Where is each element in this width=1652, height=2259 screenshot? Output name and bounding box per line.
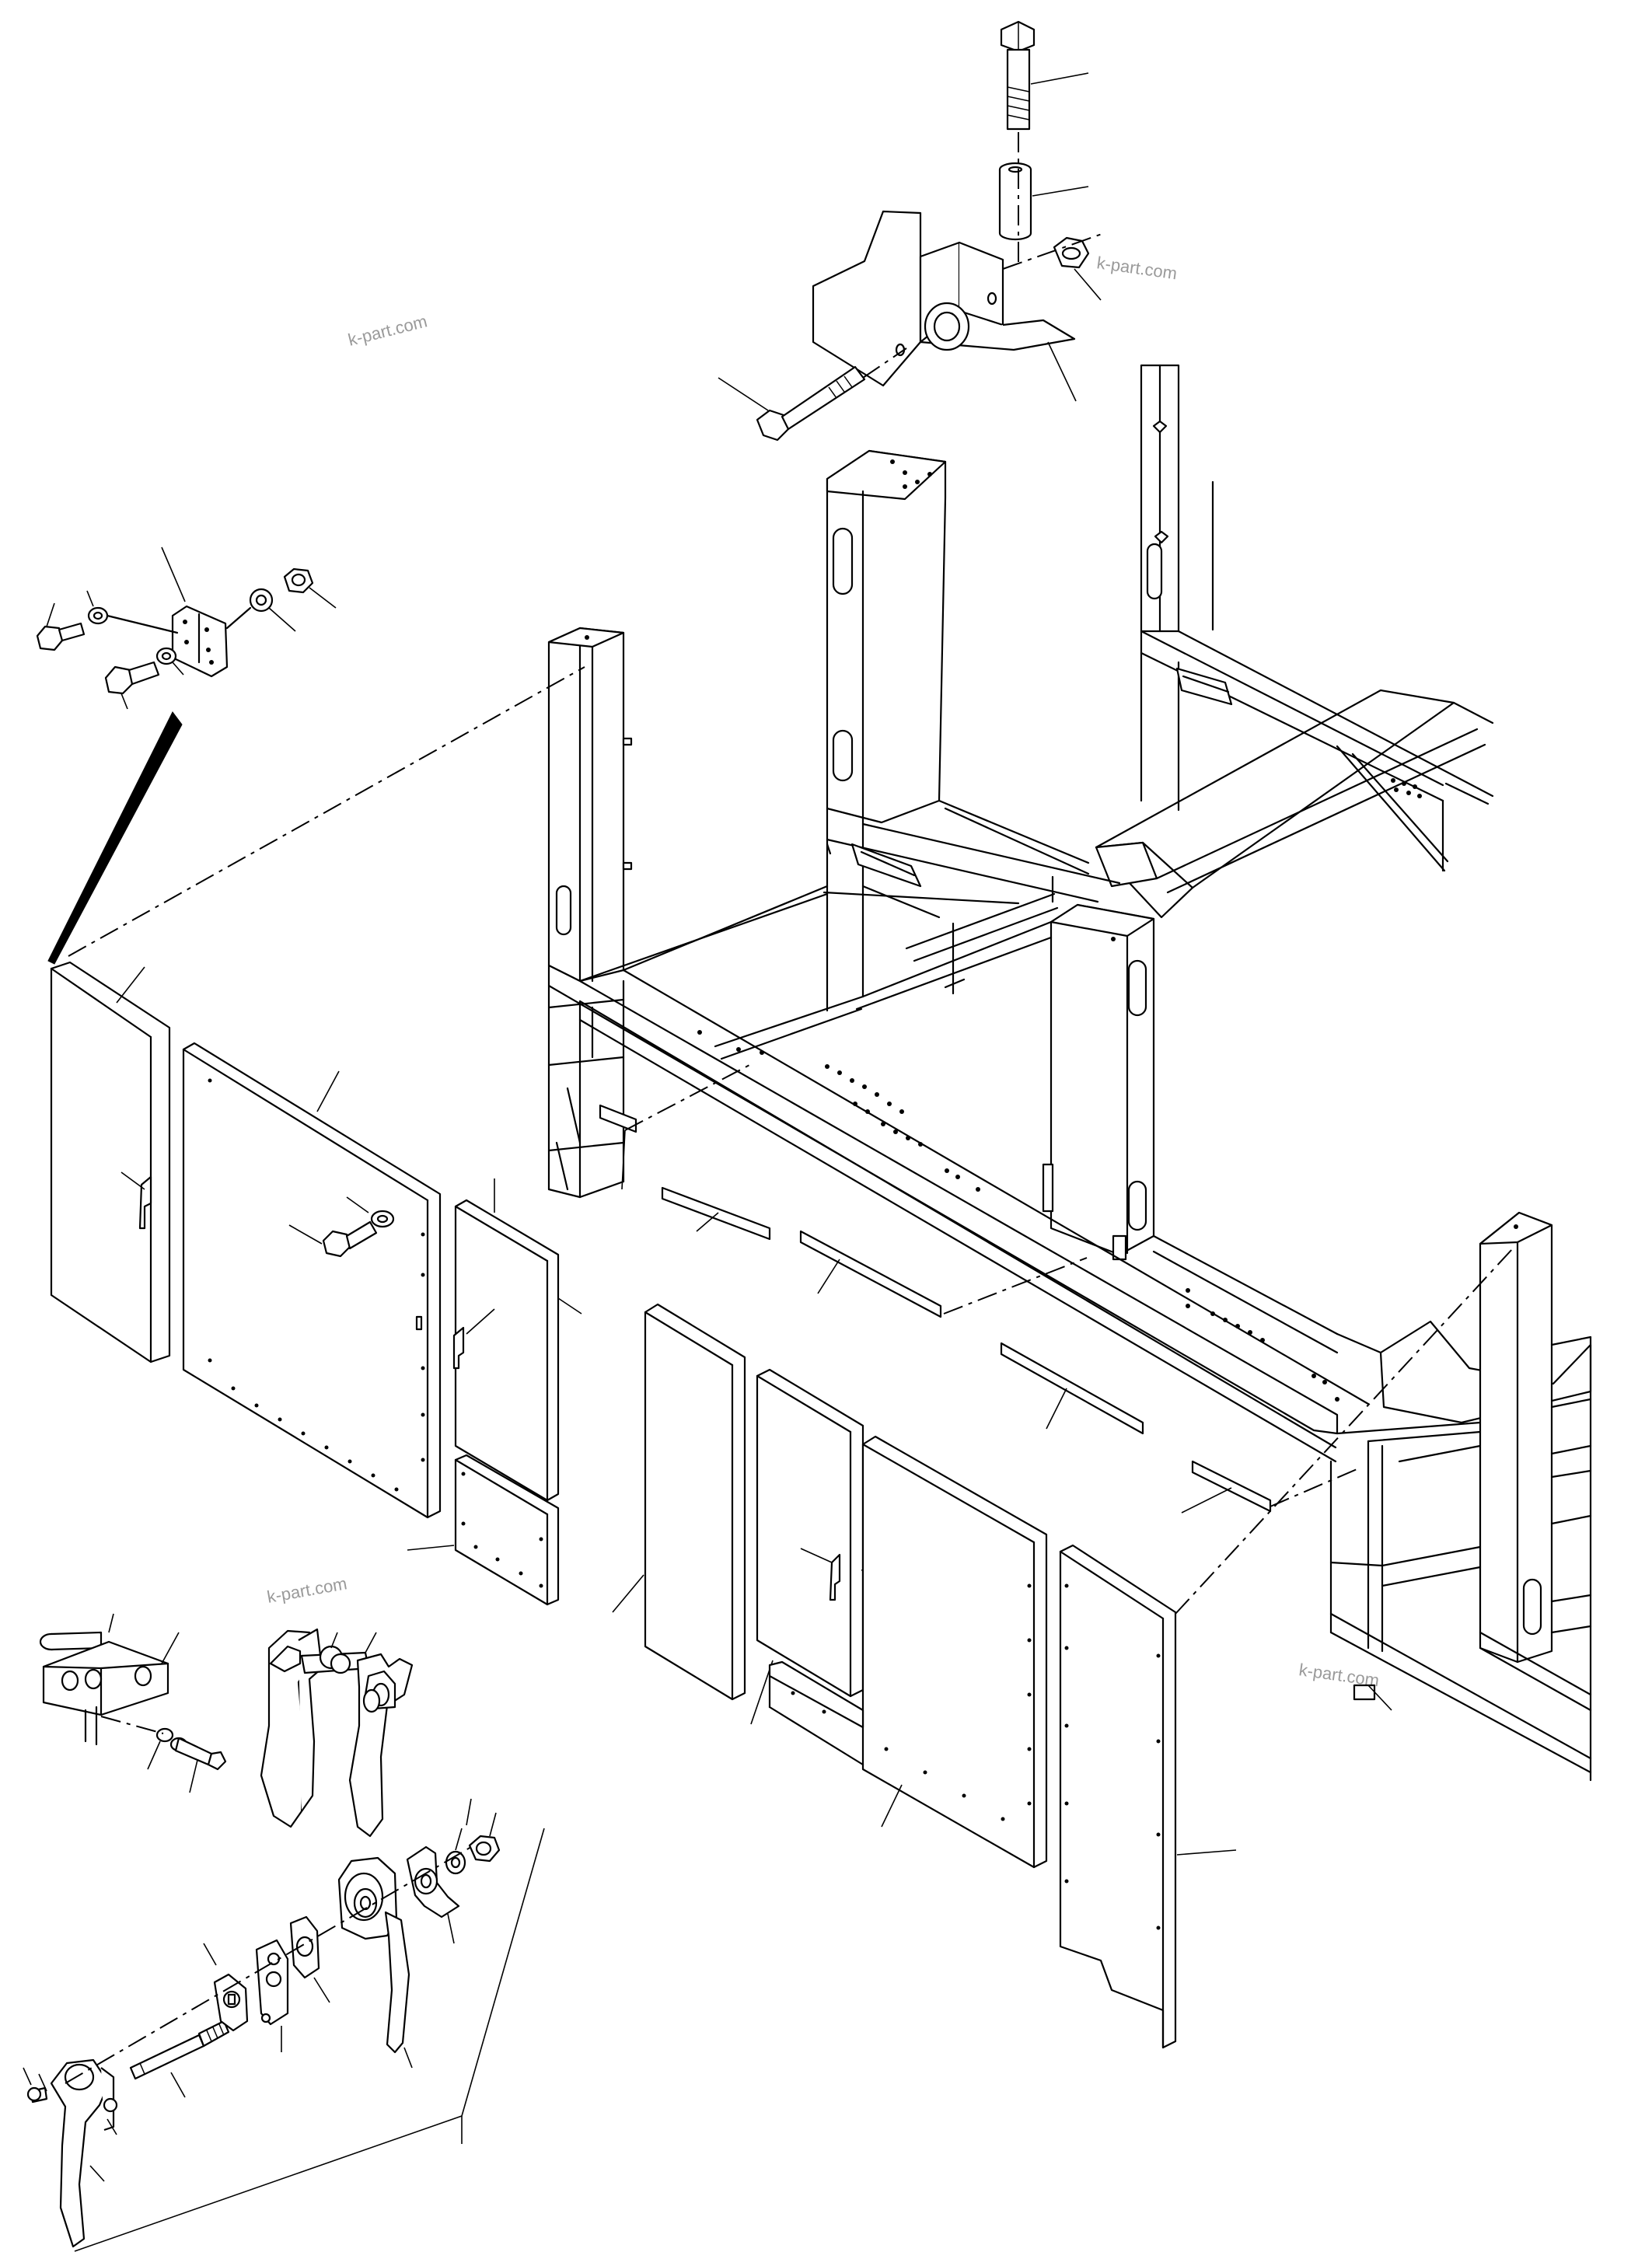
top-nut bbox=[1053, 236, 1102, 301]
alignment-lines bbox=[68, 666, 1514, 1615]
top-mount-bracket-assembly bbox=[718, 20, 1105, 442]
center-tall-panel bbox=[612, 1303, 746, 1701]
beam-bolt-holes bbox=[697, 1030, 1339, 1402]
main-frame bbox=[547, 364, 1592, 1782]
strip-5 bbox=[1191, 1460, 1272, 1513]
left-panel-group bbox=[50, 961, 582, 1606]
mount-bracket bbox=[812, 210, 1077, 402]
frame-top-beam bbox=[1095, 689, 1494, 919]
strip-2 bbox=[661, 1186, 771, 1241]
center-large-panel bbox=[768, 1435, 1048, 1869]
top-bolt bbox=[1000, 20, 1089, 131]
top-spacer bbox=[998, 162, 1089, 241]
left-small-door-panel bbox=[452, 1178, 582, 1502]
right-end-panel bbox=[1059, 1544, 1237, 2049]
left-bottom-small-panel bbox=[407, 1454, 560, 1606]
frame-column-front-left bbox=[547, 627, 633, 983]
frame-column-rear-right bbox=[1140, 364, 1214, 633]
striker-plate bbox=[39, 1613, 180, 1746]
hinge-washer-right bbox=[225, 588, 296, 632]
hinge-detail bbox=[36, 546, 337, 965]
frame-middle-structure bbox=[578, 799, 1121, 1060]
frame-front-side-beam bbox=[547, 964, 1370, 1463]
frame-right-section bbox=[1152, 1211, 1592, 1782]
hinge-bolt-lower bbox=[104, 647, 184, 710]
striker-bolt bbox=[100, 1716, 227, 1793]
lock-detail-callout-lines bbox=[74, 1828, 545, 2252]
watermark-mid-left: k-part.com bbox=[266, 1573, 349, 1607]
hinge-pointer bbox=[47, 711, 183, 965]
center-panel-group bbox=[612, 1303, 1048, 1869]
hinge-nut-right bbox=[283, 567, 337, 609]
frame-rear-right-beams bbox=[1140, 630, 1494, 872]
hinge-bolt-left bbox=[36, 590, 179, 651]
left-large-panel-rivets bbox=[208, 1078, 425, 1492]
left-large-panel-bolt bbox=[288, 1196, 395, 1258]
horizontal-bolt bbox=[718, 365, 866, 442]
center-large-panel-rivets bbox=[791, 1583, 1032, 1821]
lock-handle-detail bbox=[23, 1613, 545, 2252]
watermark-top-right: k-part.com bbox=[1095, 253, 1178, 283]
strip-4 bbox=[1000, 1342, 1144, 1435]
misc-leader-lines bbox=[1212, 485, 1392, 1711]
frame-column-front-right bbox=[1042, 903, 1155, 1261]
left-large-panel bbox=[182, 1042, 442, 1519]
handle-pair-exploded bbox=[260, 1628, 414, 1838]
left-narrow-door-panel bbox=[50, 961, 171, 1363]
strip-1 bbox=[599, 1104, 637, 1133]
hinge-plate bbox=[161, 546, 229, 678]
strip-3 bbox=[799, 1230, 942, 1318]
frame-column-rear-left bbox=[826, 449, 947, 826]
watermark-top-left: k-part.com bbox=[346, 311, 429, 349]
connector-strips bbox=[599, 1104, 1272, 1514]
lock-assembly-exploded bbox=[23, 1798, 501, 2248]
